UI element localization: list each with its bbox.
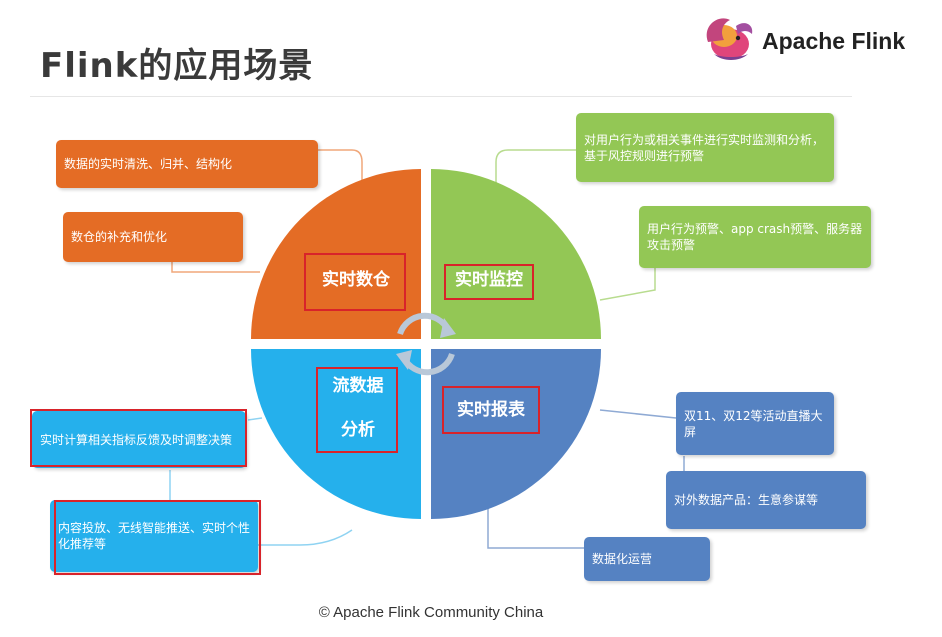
brand-header: Apache Flink: [700, 12, 930, 66]
highlight-frame-warehouse: [304, 253, 406, 311]
quadrant-label-monitor: 实时监控: [455, 270, 523, 290]
box-analysis-metrics-text: 实时计算相关指标反馈及时调整决策: [40, 432, 233, 447]
box-analysis-push: 内容投放、无线智能推送、实时个性化推荐等: [50, 500, 258, 572]
connector-ops: [487, 505, 586, 549]
box-monitor-alert: 用户行为预警、app crash预警、服务器攻击预警: [639, 206, 871, 268]
box-report-external: 对外数据产品：生意参谋等: [666, 471, 866, 529]
quadrant-label-report: 实时报表: [457, 400, 525, 420]
box-report-double11: 双11、双12等活动直播大屏: [676, 392, 834, 455]
highlight-frame-analysis: [316, 367, 398, 453]
connector-push: [258, 529, 353, 546]
footer-copyright: © Apache Flink Community China: [318, 604, 544, 621]
box-realtime-clean: 数据的实时清洗、归并、结构化: [56, 140, 318, 188]
quadrant-label-warehouse: 实时数仓: [322, 270, 390, 290]
connector-metrics-right: [247, 417, 263, 421]
quadrant-bottom-right: [431, 349, 601, 519]
quadrant-label-analysis-line1: 流数据: [332, 376, 384, 396]
page-title: Flink的应用场景: [40, 46, 314, 86]
box-report-external-text: 对外数据产品：生意参谋等: [674, 493, 819, 507]
highlight-frame-metrics: [30, 409, 247, 467]
box-analysis-push-text: 内容投放、无线智能推送、实时个性化推荐等: [58, 521, 251, 551]
highlight-frame-push: [54, 500, 261, 575]
connector-monitor-alert: [599, 268, 656, 301]
connector-optimize: [171, 262, 260, 273]
cycle-arrows-icon: [396, 312, 456, 376]
box-analysis-metrics: 实时计算相关指标反馈及时调整决策: [32, 411, 246, 468]
box-monitor-behavior: 对用户行为或相关事件进行实时监测和分析，基于风控规则进行预警: [576, 113, 834, 182]
box-report-ops-text: 数据化运营: [592, 552, 653, 566]
box-warehouse-optimize: 数仓的补充和优化: [63, 212, 243, 262]
highlight-frame-monitor: [444, 264, 534, 300]
quadrant-bottom-left: [251, 349, 421, 519]
connector-clean: [318, 149, 363, 186]
brand-name: Apache Flink: [762, 28, 906, 54]
box-report-ops: 数据化运营: [584, 537, 710, 581]
box-report-double11-text: 双11、双12等活动直播大屏: [684, 408, 823, 439]
quadrant-label-analysis-line2: 分析: [341, 420, 375, 440]
title-divider: [30, 96, 852, 97]
highlight-frame-report: [442, 386, 540, 434]
box-realtime-clean-text: 数据的实时清洗、归并、结构化: [64, 157, 233, 171]
connector-double11: [599, 409, 677, 419]
box-warehouse-optimize-text: 数仓的补充和优化: [71, 230, 168, 244]
box-monitor-alert-text: 用户行为预警、app crash预警、服务器攻击预警: [647, 222, 863, 252]
connector-monitor-behavior: [495, 149, 578, 184]
box-monitor-behavior-text: 对用户行为或相关事件进行实时监测和分析，基于风控规则进行预警: [584, 132, 825, 163]
squirrel-logo-icon: [706, 18, 753, 60]
quadrant-top-right: [431, 169, 601, 339]
